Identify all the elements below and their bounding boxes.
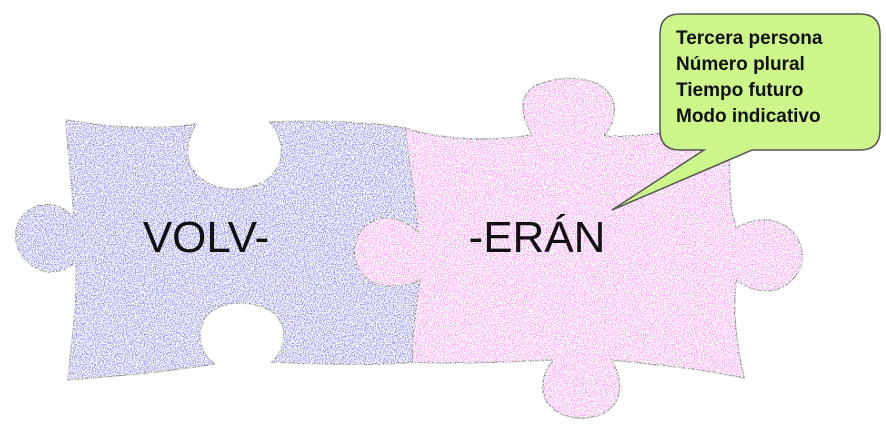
callout-bubble [611,13,881,211]
stem-label: VOLV- [143,213,269,262]
callout-line-4: Modo indicativo [676,106,821,127]
callout-line-3: Tiempo futuro [676,80,803,101]
callout-line-1: Tercera persona [676,28,823,49]
ending-label: -ERÁN [469,213,606,262]
stem-puzzle-piece [15,119,421,381]
callout-line-2: Número plural [676,54,805,75]
